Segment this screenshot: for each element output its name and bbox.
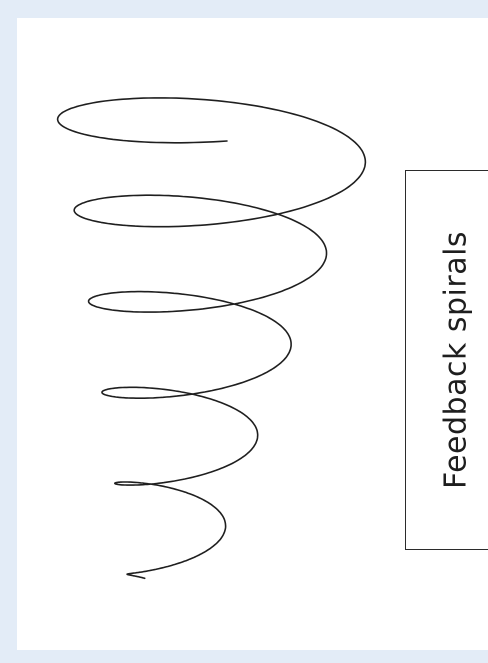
feedback-spiral-line <box>58 98 366 578</box>
feedback-spirals-label: Feedback spirals <box>438 231 473 489</box>
feedback-spirals-label-box: Feedback spirals <box>405 170 488 550</box>
figure-panel: Feedback spirals <box>17 18 488 650</box>
